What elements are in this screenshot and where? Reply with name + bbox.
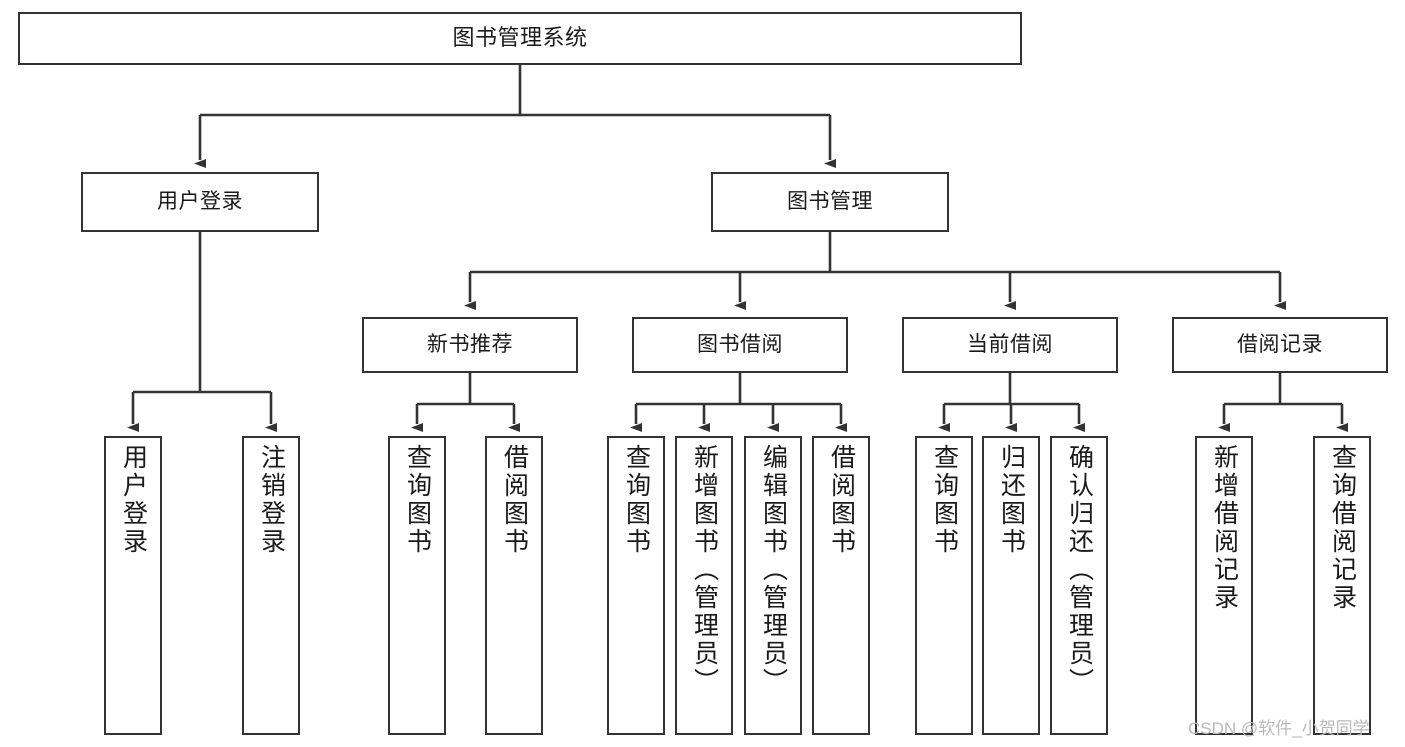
node-label: 新增借阅记录 [1210,444,1239,612]
node-label: 查询借阅记录 [1328,444,1357,612]
node-leaf-logout[interactable]: 注销登录 [242,436,300,735]
node-label: 图书借阅 [697,333,783,357]
node-label: 编辑图书（管理员） [759,444,788,696]
node-label: 当前借阅 [967,333,1053,357]
node-label: 归还图书 [997,444,1026,556]
node-borrow-record[interactable]: 借阅记录 [1172,317,1388,373]
node-leaf-borrow-book[interactable]: 借阅图书 [812,436,870,735]
node-leaf-query-book-recommend[interactable]: 查询图书 [388,436,446,735]
node-label: 借阅图书 [500,444,529,556]
node-leaf-confirm-return-admin[interactable]: 确认归还（管理员） [1050,436,1108,735]
node-root-book-management-system[interactable]: 图书管理系统 [18,12,1022,65]
node-leaf-user-login[interactable]: 用户登录 [104,436,162,735]
node-label: 确认归还（管理员） [1065,444,1094,696]
node-label: 借阅记录 [1237,333,1323,357]
node-leaf-edit-book-admin[interactable]: 编辑图书（管理员） [744,436,802,735]
node-label: 查询图书 [622,444,651,556]
node-leaf-borrow-book-recommend[interactable]: 借阅图书 [485,436,543,735]
node-label: 新增图书（管理员） [690,444,719,696]
node-label: 注销登录 [257,444,286,556]
node-label: 用户登录 [119,444,148,556]
node-label: 新书推荐 [427,333,513,357]
node-book-borrow[interactable]: 图书借阅 [632,317,848,373]
node-user-login[interactable]: 用户登录 [81,172,319,232]
node-label: 图书管理 [787,190,873,214]
node-leaf-query-borrow-record[interactable]: 查询借阅记录 [1313,436,1371,735]
node-leaf-query-book-current[interactable]: 查询图书 [915,436,973,735]
node-label: 用户登录 [157,190,243,214]
node-leaf-add-book-admin[interactable]: 新增图书（管理员） [675,436,733,735]
node-label: 借阅图书 [827,444,856,556]
node-leaf-return-book[interactable]: 归还图书 [982,436,1040,735]
node-label: 查询图书 [930,444,959,556]
csdn-watermark: CSDN @软件_小贺同学 [1188,719,1370,738]
node-new-book-recommend[interactable]: 新书推荐 [362,317,578,373]
node-leaf-add-borrow-record[interactable]: 新增借阅记录 [1195,436,1253,735]
node-label: 查询图书 [403,444,432,556]
node-leaf-query-book-borrow[interactable]: 查询图书 [607,436,665,735]
node-label: 图书管理系统 [452,25,588,51]
node-book-management[interactable]: 图书管理 [711,172,949,232]
node-current-borrow[interactable]: 当前借阅 [902,317,1118,373]
